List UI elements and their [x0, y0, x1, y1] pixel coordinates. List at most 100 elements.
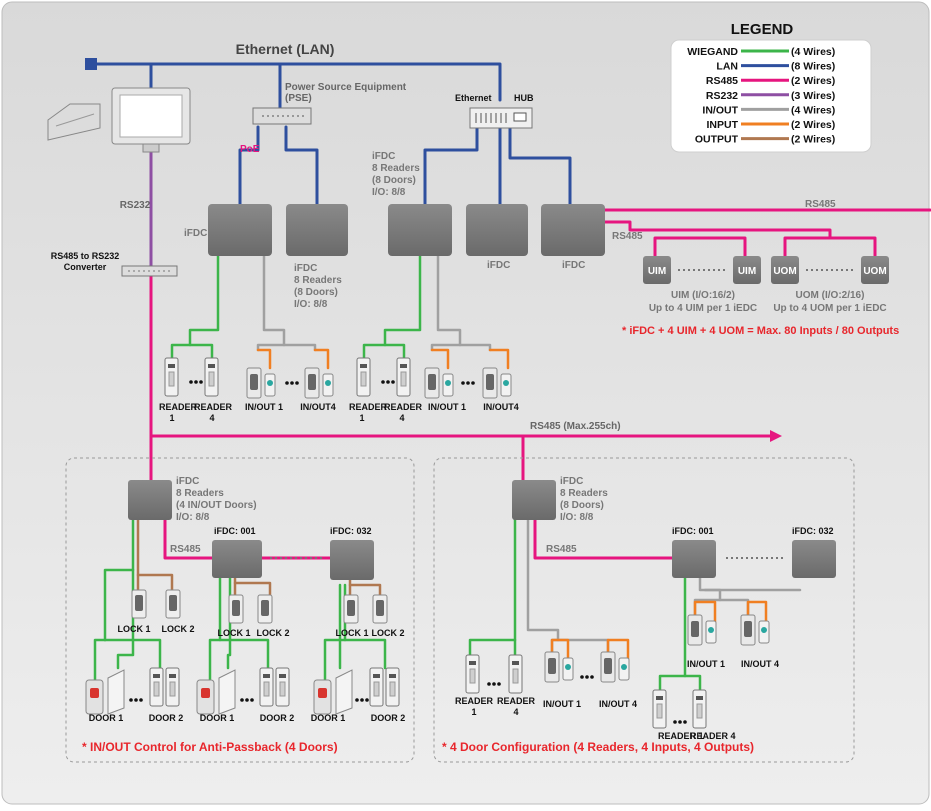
rs485-label-b: RS485 — [612, 231, 643, 242]
ellipsis-dots — [129, 698, 143, 702]
ellipsis-dots — [461, 381, 475, 385]
computer-icon — [47, 87, 191, 153]
pse-label-2: (PSE) — [285, 93, 312, 104]
uom-desc-2: Up to 4 UOM per 1 iEDC — [773, 303, 886, 314]
inout-4-label: IN/OUT4 — [300, 402, 336, 412]
ifdc-top-boxes — [208, 204, 605, 256]
legend-wires: (4 Wires) — [791, 104, 835, 116]
inout-sensor-icon — [424, 367, 454, 399]
left-door2-a: DOOR 2 — [149, 713, 184, 723]
ifdc-2-io: I/O: 8/8 — [294, 299, 328, 310]
left-ifdc-box — [128, 480, 172, 520]
rs232-label: RS232 — [120, 200, 151, 211]
right-panel-frame — [433, 457, 855, 763]
uim-4-text: UIM — [738, 266, 756, 277]
left-door1-a: DOOR 1 — [89, 713, 124, 723]
right-panel-note: * 4 Door Configuration (4 Readers, 4 Inp… — [442, 740, 754, 754]
left-panel-frame — [65, 457, 415, 763]
card-reader-icon — [275, 667, 290, 707]
lan-endpoint — [85, 58, 97, 70]
legend-row: RS485(2 Wires) — [706, 75, 835, 87]
inout-sensor-icon — [544, 651, 574, 683]
legend-name: IN/OUT — [702, 104, 738, 116]
left-lock1-a: LOCK 1 — [117, 624, 150, 634]
door-icon — [85, 669, 125, 715]
rs485-wires — [149, 208, 931, 560]
right-ifdc-box — [512, 480, 556, 520]
left-sub-ifdc-32 — [330, 540, 374, 580]
card-reader-icon — [652, 689, 667, 729]
ifdc-3-doors: (8 Doors) — [372, 175, 416, 186]
reader-5-label: READER — [349, 402, 388, 412]
lan-wires — [90, 62, 572, 206]
converter-label-1: RS485 to RS232 — [51, 251, 120, 261]
uom-1-text: UOM — [773, 266, 796, 277]
uom-desc-1: UOM (I/O:2/16) — [796, 290, 865, 301]
legend-wires: (8 Wires) — [791, 61, 835, 73]
card-reader-icon — [204, 357, 219, 397]
uom-box-1 — [771, 256, 799, 284]
uim-desc-2: Up to 4 UIM per 1 iEDC — [649, 303, 757, 314]
ifdc-4-label: iFDC — [487, 260, 510, 271]
right-inout1-label: IN/OUT 1 — [543, 699, 581, 709]
left-lock2-b: LOCK 2 — [256, 628, 289, 638]
ifdc-2-title: iFDC — [294, 263, 317, 274]
legend-row: INPUT(2 Wires) — [707, 119, 836, 131]
card-reader-icon — [356, 357, 371, 397]
card-reader-icon — [165, 667, 180, 707]
reader-1-label: READER — [159, 402, 198, 412]
ellipsis-dots — [487, 682, 501, 686]
right-reader4-label: READER — [497, 696, 536, 706]
card-reader-icon — [385, 667, 400, 707]
right-ifdc-doors: (8 Doors) — [560, 500, 604, 511]
legend-wires: (2 Wires) — [791, 75, 835, 87]
left-sub-ifdc-1 — [212, 540, 262, 578]
legend-wires: (3 Wires) — [791, 90, 835, 102]
right-sub-reader1-label: READER 1 — [658, 731, 704, 741]
inout-8-label: IN/OUT4 — [483, 402, 519, 412]
uom-box-4 — [861, 256, 889, 284]
legend: LEGEND WIEGAND(4 Wires)LAN(8 Wires)RS485… — [670, 21, 872, 153]
reader-8-num: 4 — [399, 413, 404, 423]
ethernet-label: Ethernet (LAN) — [236, 41, 335, 57]
right-reader4-num: 4 — [513, 707, 518, 717]
left-lock2-a: LOCK 2 — [161, 624, 194, 634]
inout-sensor-icon — [246, 367, 276, 399]
inout-1-label: IN/OUT 1 — [245, 402, 283, 412]
right-sub-inout1-label: IN/OUT 1 — [687, 659, 725, 669]
reader-4-label: READER — [194, 402, 233, 412]
lock-icon — [228, 594, 244, 624]
left-lock2-c: LOCK 2 — [371, 628, 404, 638]
legend-wires: (2 Wires) — [791, 119, 835, 131]
right-sub1-label: iFDC: 001 — [672, 526, 714, 536]
legend-name: LAN — [716, 61, 738, 73]
ifdc-3-title: iFDC — [372, 151, 395, 162]
right-sub-reader4-label: READER 4 — [690, 731, 736, 741]
uim-1-text: UIM — [648, 266, 666, 277]
ellipsis-dots — [240, 698, 254, 702]
capacity-note: * iFDC + 4 UIM + 4 UOM = Max. 80 Inputs … — [622, 325, 899, 337]
uim-box-4 — [733, 256, 761, 284]
ifdc-2-readers: 8 Readers — [294, 275, 342, 286]
lock-icon — [372, 594, 388, 624]
left-sub1-label: iFDC: 001 — [214, 526, 256, 536]
uim-desc-1: UIM (I/O:16/2) — [671, 290, 735, 301]
legend-wires: (2 Wires) — [791, 134, 835, 146]
right-ifdc-title: iFDC — [560, 476, 583, 487]
legend-title: LEGEND — [731, 21, 794, 38]
inout-sensor-icon — [304, 367, 334, 399]
poe-label: PoE — [240, 144, 260, 155]
door-icon — [313, 669, 353, 715]
card-reader-icon — [508, 654, 523, 694]
lock-icon — [257, 594, 273, 624]
lock-icon — [131, 589, 147, 619]
right-ifdc-readers: 8 Readers — [560, 488, 608, 499]
left-door2-c: DOOR 2 — [371, 713, 406, 723]
inout-sensor-icon — [740, 614, 770, 646]
uim-uom-group: UIM UIM UOM UOM — [643, 256, 889, 284]
inout-sensor-icon — [482, 367, 512, 399]
legend-name: RS232 — [706, 90, 738, 102]
reader-4-num: 4 — [209, 413, 214, 423]
ellipsis-dots — [189, 380, 203, 384]
